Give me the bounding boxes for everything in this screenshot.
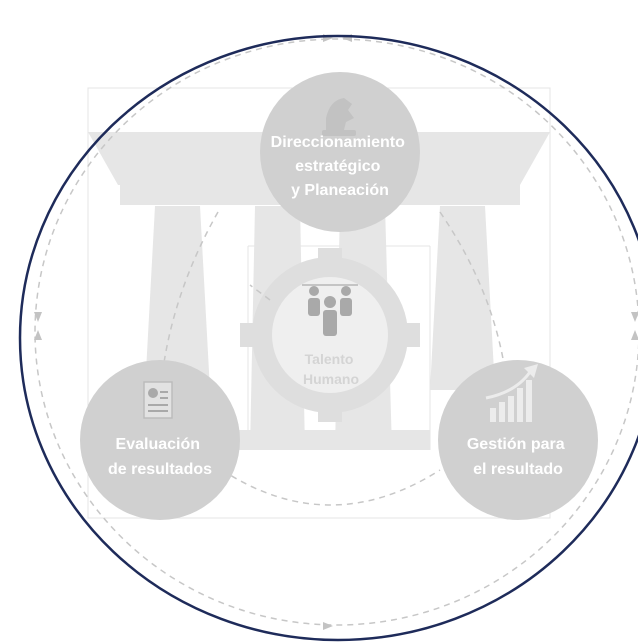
node-right-line: el resultado [473,461,563,478]
arrow-icon [34,330,42,340]
outer-ring [18,34,638,642]
node-right-label: Gestión para el resultado [467,436,569,478]
node-center: Talento Humano [302,284,359,387]
arrow-icon [323,622,333,630]
node-center-line: Talento [305,351,354,367]
node-left-line: Evaluación [116,436,200,453]
node-center-line: Humano [303,371,359,387]
node-center-label: Talento Humano [303,351,359,387]
node-left-line: de resultados [108,461,212,478]
node-top: Direccionamiento estratégico y Planeació… [260,72,420,232]
node-right-circle [438,360,598,520]
temple-column-left [145,206,210,390]
node-left-circle [80,360,240,520]
report-document-icon [143,381,173,419]
temple-column-right [430,206,495,390]
chess-knight-icon [322,98,356,136]
node-top-label: Direccionamiento estratégico y Planeació… [271,134,410,199]
arrow-icon [631,312,638,322]
node-left: Evaluación de resultados [80,360,240,520]
growth-bar-chart-icon [485,364,538,422]
temple-base [210,430,430,450]
people-group-icon [302,284,358,336]
node-right-line: Gestión para [467,436,565,453]
node-left-label: Evaluación de resultados [108,436,212,478]
node-top-line: estratégico [295,158,381,175]
node-top-line: y Planeación [291,182,389,199]
node-top-line: Direccionamiento [271,134,405,151]
arrow-icon [34,312,42,322]
node-top-circle [260,72,420,232]
node-right: Gestión para el resultado [438,360,598,520]
cycle-arrows [34,34,638,630]
arrow-icon [631,330,638,340]
